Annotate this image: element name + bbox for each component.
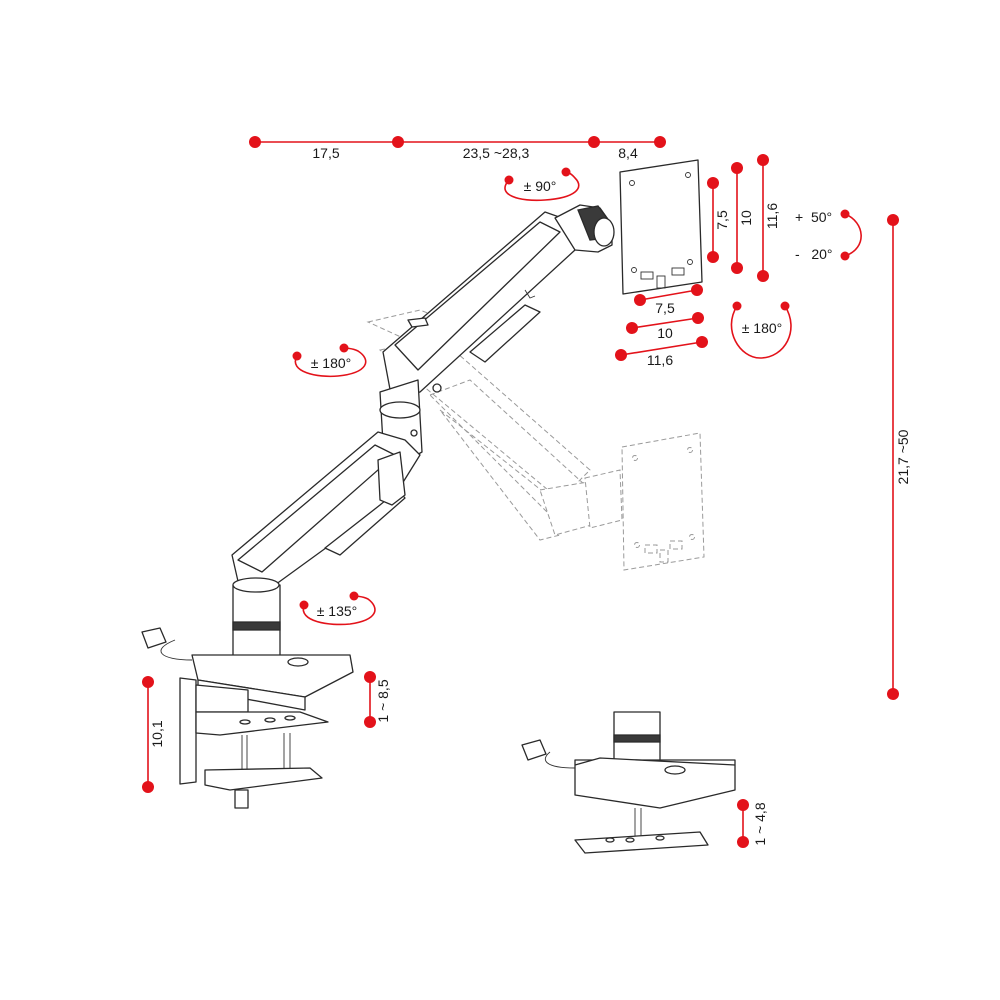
vesa-plate — [619, 159, 703, 295]
dim-label-vesa-h3: 11,6 — [647, 352, 673, 368]
grommet-plate — [574, 831, 709, 854]
power-plug — [141, 627, 167, 649]
clamp-back — [179, 677, 197, 785]
rot-label-upper-swivel: ± 180° — [311, 355, 352, 371]
labels: 17,5 23,5 ~28,3 8,4 ± 90° ± 180° ± 180° … — [149, 145, 911, 846]
rot-label-screen: ± 90° — [524, 178, 557, 194]
dim-label-height-range: 21,7 ~50 — [895, 429, 911, 484]
dim-dot — [654, 136, 666, 148]
dim-label-clamp-height: 10,1 — [149, 720, 165, 747]
rot-label-head-swivel: ± 180° — [742, 320, 783, 336]
dim-label-grommet-range: 1 ~ 4,8 — [752, 802, 768, 845]
dim-label-vesa-v2: 10 — [738, 210, 754, 226]
dim-dot — [392, 136, 404, 148]
dimension-lines — [142, 136, 899, 848]
clamp-plate-bottom — [204, 767, 323, 791]
rot-label-tilt-down: - 20° — [795, 246, 833, 262]
rot-label-base-swivel: ± 135° — [317, 603, 358, 619]
grommet-power-plug — [521, 739, 547, 761]
dim-label-top-2: 23,5 ~28,3 — [463, 145, 530, 161]
rotation-arcs — [292, 167, 862, 626]
dim-label-vesa-h2: 10 — [657, 325, 673, 341]
desk-base — [191, 654, 354, 698]
grommet-mount — [521, 711, 736, 854]
dim-label-vesa-v1: 7,5 — [714, 210, 730, 230]
clamp-plate-top — [195, 711, 329, 736]
dim-label-clamp-range: 1 ~ 8,5 — [375, 679, 391, 722]
dim-dot — [588, 136, 600, 148]
dim-dot — [249, 136, 261, 148]
dim-label-top-3: 8,4 — [618, 145, 638, 161]
rot-label-tilt-up: + 50° — [795, 209, 832, 225]
dim-label-vesa-v3: 11,6 — [764, 203, 780, 229]
dim-label-vesa-h1: 7,5 — [655, 300, 675, 316]
monitor-arm — [141, 159, 703, 809]
grommet-base — [574, 759, 736, 809]
upper-arm-slot — [469, 304, 541, 363]
dim-label-top-1: 17,5 — [312, 145, 339, 161]
ghost-arm-position — [366, 309, 705, 571]
ghost-vesa-plate — [621, 432, 705, 571]
